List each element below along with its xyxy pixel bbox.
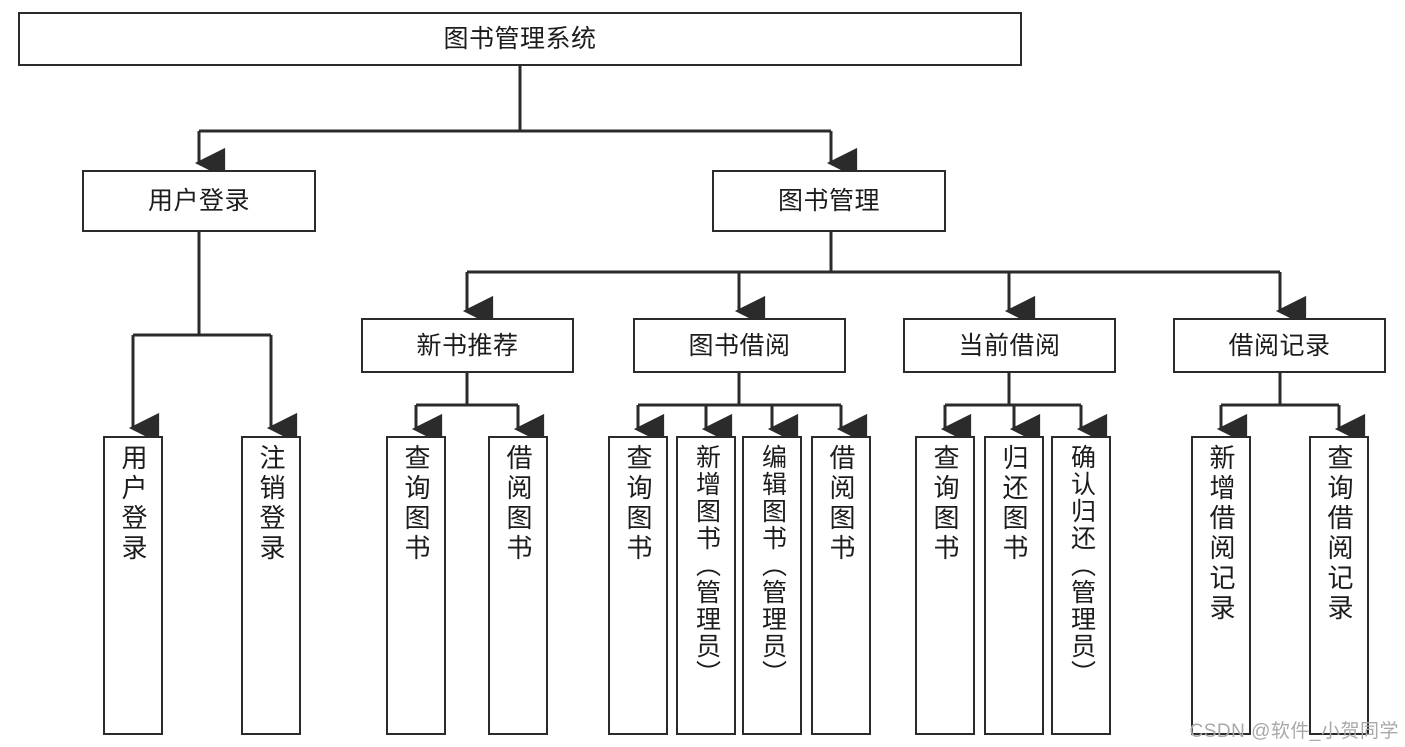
leaf-records-add-record[interactable]: 新增借阅记录 xyxy=(1191,436,1251,735)
node-book-management[interactable]: 图书管理 xyxy=(712,170,946,232)
node-book-borrow[interactable]: 图书借阅 xyxy=(633,318,846,373)
node-label: 图书管理系统 xyxy=(443,25,597,53)
node-new-book-recommend[interactable]: 新书推荐 xyxy=(361,318,574,373)
leaf-current-return-book[interactable]: 归还图书 xyxy=(984,436,1044,735)
node-label: 查询借阅记录 xyxy=(1324,444,1354,624)
node-label: 用户登录 xyxy=(147,187,250,215)
node-label: 新增图书（管理员） xyxy=(692,444,721,687)
node-label: 查询图书 xyxy=(930,444,960,564)
node-borrow-records[interactable]: 借阅记录 xyxy=(1173,318,1386,373)
leaf-user-login-login[interactable]: 用户登录 xyxy=(103,436,163,735)
node-label: 新增借阅记录 xyxy=(1206,444,1236,624)
node-label: 新书推荐 xyxy=(416,331,519,360)
node-label: 借阅图书 xyxy=(503,444,533,564)
node-user-login[interactable]: 用户登录 xyxy=(82,170,316,232)
leaf-borrow-edit-book[interactable]: 编辑图书（管理员） xyxy=(742,436,802,735)
leaf-current-query-book[interactable]: 查询图书 xyxy=(915,436,975,735)
node-label: 借阅图书 xyxy=(826,444,856,564)
leaf-new-book-borrow[interactable]: 借阅图书 xyxy=(488,436,548,735)
node-label: 用户登录 xyxy=(118,444,148,564)
node-label: 归还图书 xyxy=(999,444,1029,564)
node-label: 图书管理 xyxy=(777,187,880,215)
node-label: 注销登录 xyxy=(256,444,286,564)
node-label: 编辑图书（管理员） xyxy=(758,444,787,687)
node-label: 当前借阅 xyxy=(958,331,1061,360)
leaf-borrow-query-book[interactable]: 查询图书 xyxy=(608,436,668,735)
node-label: 查询图书 xyxy=(401,444,431,564)
leaf-borrow-borrow-book[interactable]: 借阅图书 xyxy=(811,436,871,735)
node-current-borrow[interactable]: 当前借阅 xyxy=(903,318,1116,373)
node-label: 确认归还（管理员） xyxy=(1067,444,1096,687)
node-label: 借阅记录 xyxy=(1228,331,1331,360)
leaf-borrow-add-book[interactable]: 新增图书（管理员） xyxy=(676,436,736,735)
node-root-system[interactable]: 图书管理系统 xyxy=(18,12,1022,66)
node-label: 查询图书 xyxy=(623,444,653,564)
leaf-user-login-logout[interactable]: 注销登录 xyxy=(241,436,301,735)
leaf-current-confirm-return[interactable]: 确认归还（管理员） xyxy=(1051,436,1111,735)
leaf-records-query-record[interactable]: 查询借阅记录 xyxy=(1309,436,1369,735)
csdn-watermark: CSDN @软件_小贺同学 xyxy=(1189,721,1399,742)
leaf-new-book-query[interactable]: 查询图书 xyxy=(386,436,446,735)
node-label: 图书借阅 xyxy=(688,331,791,360)
